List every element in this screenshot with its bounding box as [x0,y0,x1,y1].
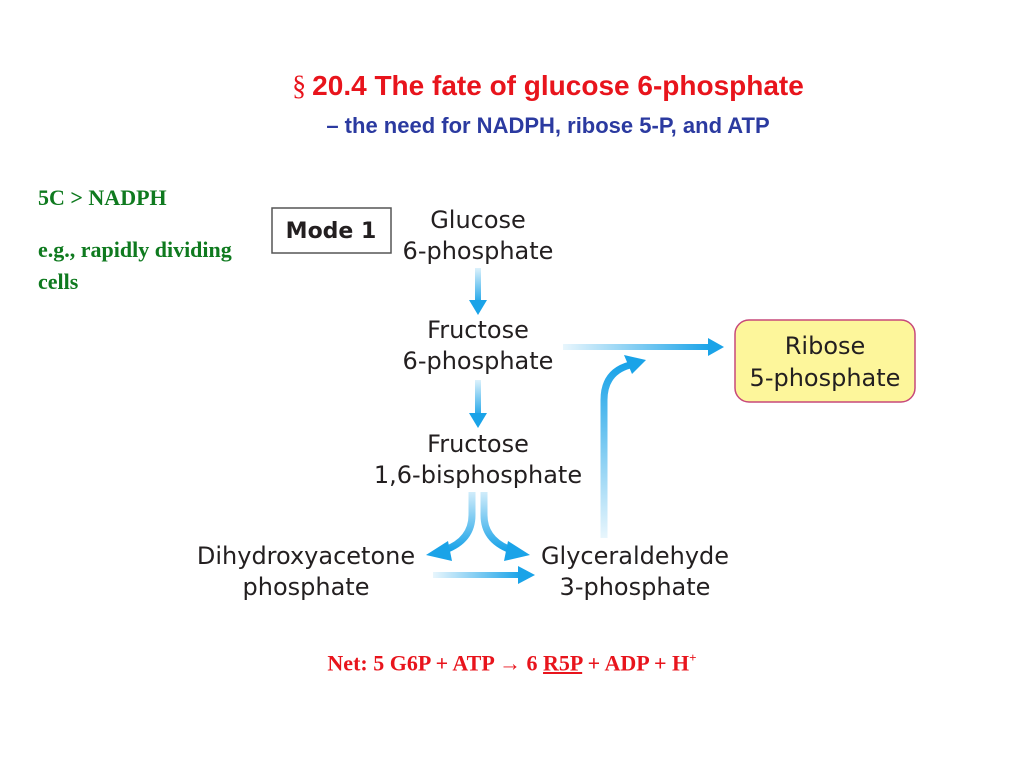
gap-line2: 3-phosphate [560,573,711,601]
dhap-line1: Dihydroxyacetone [197,542,415,570]
net-prefix: Net: 5 G6P + ATP [327,650,494,676]
note-5c-nadph: 5C > NADPH [38,185,167,210]
section-symbol: § [292,71,307,102]
net-superscript: + [689,650,697,665]
fructose-6p-line2: 6-phosphate [403,347,554,375]
arrow-dhap-to-gap [433,566,535,584]
fructose-16bp-line1: Fructose [427,430,529,458]
glucose-6p-line1: Glucose [430,206,526,234]
glucose-6p-line2: 6-phosphate [403,237,554,265]
dhap-line2: phosphate [243,573,370,601]
arrow-aldolase-split [426,492,530,561]
net-coefficient: 6 [521,650,544,676]
arrow-f6p-to-ribose [563,338,724,356]
note-rapidly-dividing: e.g., rapidly dividing cells [38,237,232,294]
net-arrow: → [499,650,522,676]
ribose-5p-line1: Ribose [785,332,866,360]
arrow-f6p-to-f16bp [469,380,487,428]
mode-label-box [271,207,392,254]
fructose-6p-line1: Fructose [427,316,529,344]
net-suffix: + ADP + H [582,650,690,676]
net-equation: Net: 5 G6P + ATP → 6 R5P + ADP + H+ [0,650,1024,676]
fructose-16bp-line2: 1,6-bisphosphate [374,461,582,489]
gap-line1: Glyceraldehyde [541,542,729,570]
page-subtitle: – the need for NADPH, ribose 5-P, and AT… [326,113,770,138]
title-text: 20.4 The fate of glucose 6-phosphate [312,70,804,101]
net-product: R5P [543,650,583,676]
ribose-5p-box [734,319,916,403]
arrow-g6p-to-f6p [469,268,487,315]
ribose-5p-line2: 5-phosphate [750,364,901,392]
arrow-gap-to-ribose [600,355,646,538]
page-title: §20.4 The fate of glucose 6-phosphate [0,70,1024,103]
mode-label: Mode 1 [286,219,377,244]
